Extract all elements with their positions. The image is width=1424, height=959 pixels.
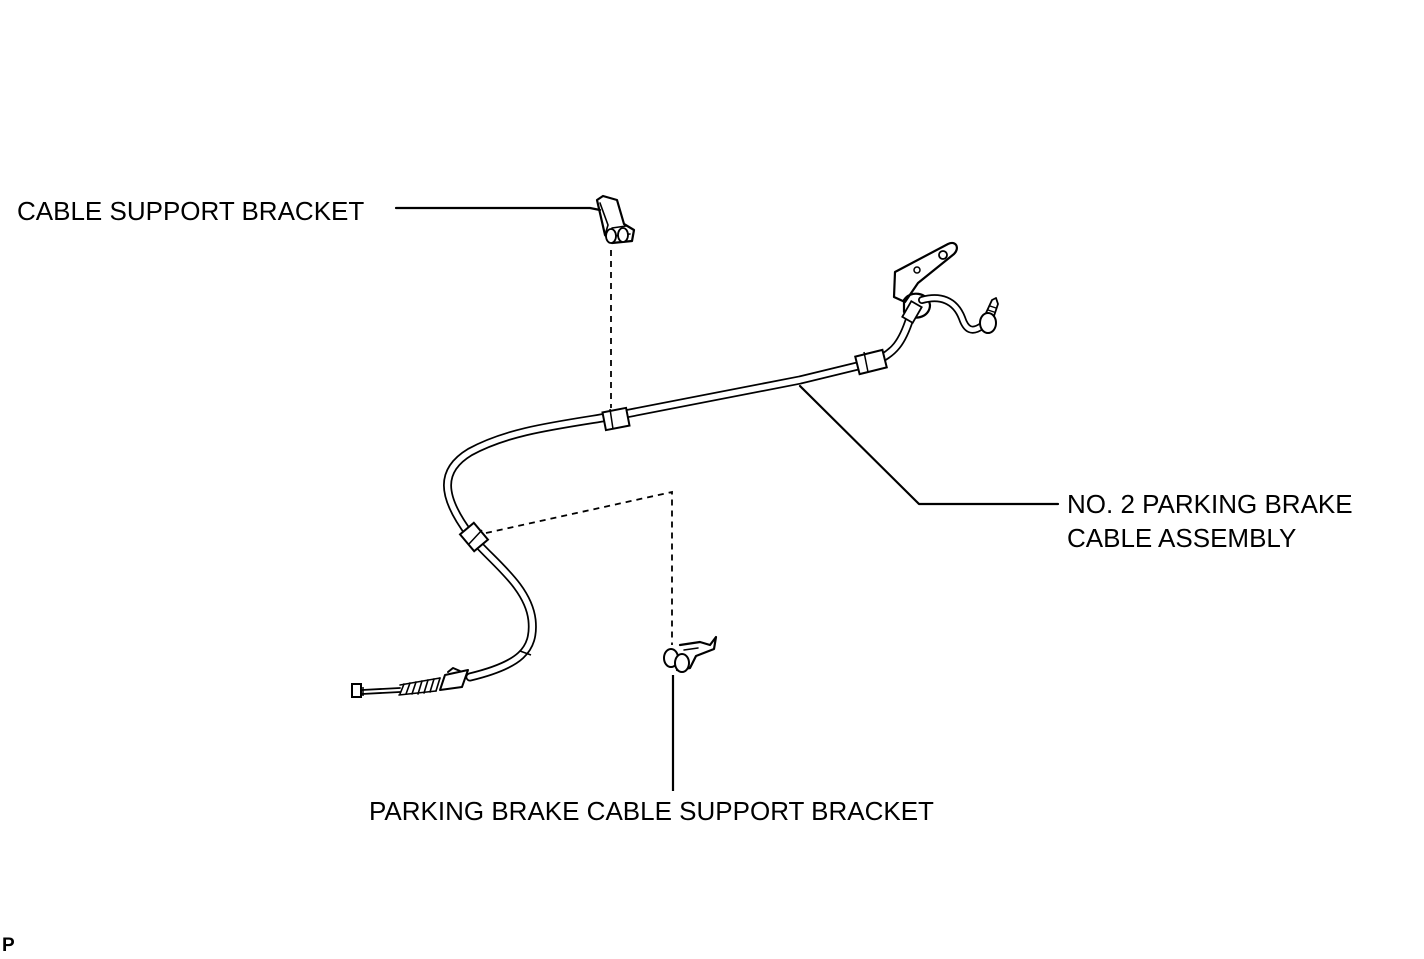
parking-brake-cable-support-bracket [663, 635, 718, 673]
cable-end-fitting-left [351, 667, 469, 698]
leader-lines [394, 206, 1060, 791]
cable-assembly-label: NO. 2 PARKING BRAKE CABLE ASSEMBLY [1067, 487, 1353, 555]
cable-support-bracket [595, 194, 636, 245]
parking-brake-cable-support-bracket-label: PARKING BRAKE CABLE SUPPORT BRACKET [369, 796, 934, 826]
no2-parking-brake-cable-assembly [351, 241, 999, 698]
cable-grommet-upper [601, 406, 631, 432]
cable-assembly-label-line1: NO. 2 PARKING BRAKE [1067, 489, 1353, 519]
cable-sleeve-bottom [519, 650, 532, 656]
cable-grommet-lower [458, 521, 490, 553]
cable-end-fitting-right [892, 241, 999, 334]
cable-grommet-right [854, 348, 888, 376]
cable-assembly-label-line2: CABLE ASSEMBLY [1067, 523, 1297, 553]
cable-support-bracket-label: CABLE SUPPORT BRACKET [17, 196, 365, 226]
figure-code: P [2, 935, 15, 956]
